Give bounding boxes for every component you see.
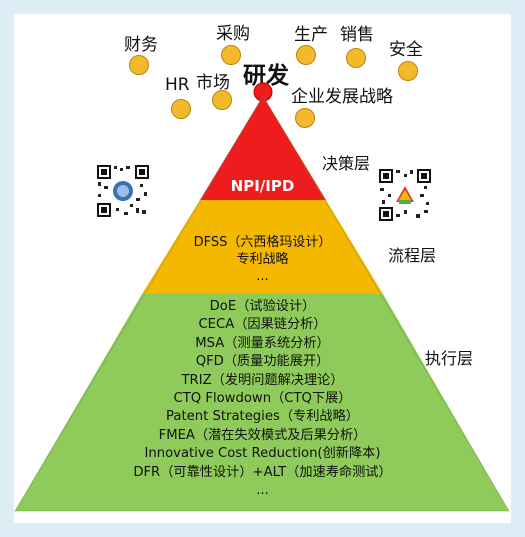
- dot-shichang: [212, 90, 232, 110]
- dot-anquan: [398, 61, 418, 81]
- bottom-layer-line: Innovative Cost Reduction(创新降本): [144, 446, 381, 462]
- bottom-layer-line: DFR（可靠性设计）+ALT（加速寿命测试）: [133, 464, 392, 480]
- layer-top-label: NPI/IPD: [230, 177, 295, 195]
- label-hr: HR: [165, 75, 190, 95]
- bottom-layer-line: QFD（质量功能展开）: [195, 354, 330, 370]
- middle-layer-line: ...: [256, 269, 269, 284]
- label-caiwu: 财务: [124, 35, 158, 55]
- dot-hr: [171, 99, 191, 119]
- label-xiaoshou: 销售: [340, 25, 374, 45]
- dot-xiaoshou: [346, 48, 366, 68]
- layer-bottom-text: DoE（试验设计） CECA（因果链分析） MSA（测量系统分析） QFD（质量功能展…: [0, 298, 525, 500]
- bottom-layer-line: Patent Strategies（专利战略）: [166, 409, 359, 425]
- dot-caigou: [221, 45, 241, 65]
- layer-middle-text: DFSS（六西格玛设计） 专利战略...: [0, 234, 525, 285]
- qr-code-icon-right: [378, 168, 432, 222]
- bottom-layer-line: MSA（测量系统分析）: [195, 335, 330, 351]
- tier-process: 流程层: [388, 246, 437, 265]
- dot-qiye: [295, 108, 315, 128]
- bottom-layer-line: FMEA（潜在失效模式及后果分析）: [158, 427, 367, 443]
- pyramid-bottom-layer: [15, 294, 509, 511]
- label-shengchan: 生产: [294, 25, 328, 45]
- pyramid-top-layer: [200, 96, 326, 200]
- dot-caiwu: [129, 55, 149, 75]
- tier-decision: 决策层: [322, 154, 371, 173]
- qr-code-icon-left: [96, 164, 150, 218]
- bottom-layer-line: TRIZ（发明问题解决理论）: [181, 372, 344, 388]
- pyramid-middle-layer: [142, 200, 383, 294]
- label-qiye: 企业发展战略: [291, 87, 393, 107]
- middle-layer-line: 专利战略: [236, 252, 289, 267]
- label-shichang: 市场: [196, 73, 230, 93]
- label-caigou: 采购: [216, 24, 250, 44]
- bottom-layer-line: CTQ Flowdown（CTQ下展）: [173, 391, 352, 407]
- label-anquan: 安全: [389, 40, 423, 60]
- tier-execution: 执行层: [425, 349, 474, 368]
- middle-layer-line: DFSS（六西格玛设计）: [193, 235, 332, 250]
- bottom-layer-line: DoE（试验设计）: [209, 299, 316, 314]
- bottom-layer-line: CECA（因果链分析）: [198, 317, 327, 333]
- bottom-layer-line: ...: [256, 483, 269, 499]
- dot-shengchan: [296, 45, 316, 65]
